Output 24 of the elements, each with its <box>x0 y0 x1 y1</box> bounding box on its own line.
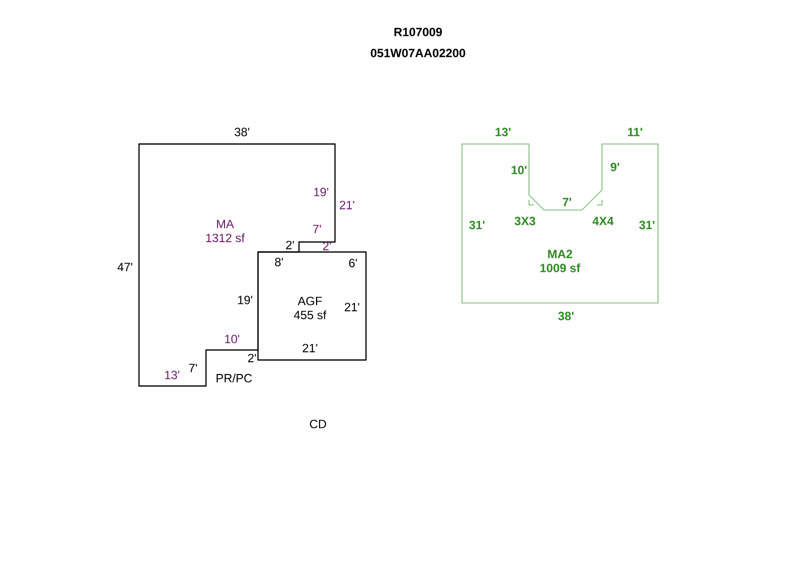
dimension-label: 13' <box>165 370 180 380</box>
area-label: PR/PC <box>216 374 252 382</box>
dimension-label: 2' <box>248 354 256 362</box>
dimension-label: 9' <box>610 162 620 172</box>
dimension-label: 19' <box>314 188 328 196</box>
dimension-label: 31' <box>469 220 484 230</box>
dimension-label: 6' <box>349 258 357 268</box>
parcel-number: 051W07AA02200 <box>370 48 466 58</box>
dimension-label: 7' <box>189 364 197 372</box>
dimension-label: 10' <box>225 334 240 344</box>
dimension-label: 2' <box>323 242 331 250</box>
dimension-label: 7' <box>313 224 321 234</box>
dimension-label: 31' <box>639 220 654 230</box>
dimension-label: 19' <box>238 296 252 304</box>
dimension-label: 7' <box>562 198 572 206</box>
dimension-label: 21' <box>344 302 360 312</box>
dimension-label: 2' <box>286 240 294 250</box>
dimension-label: 10' <box>512 166 526 174</box>
dimension-label: 3X3 <box>514 216 536 226</box>
dimension-label: 4X4 <box>592 216 614 226</box>
area-label: CD <box>310 420 326 428</box>
title: R107009 <box>394 28 442 36</box>
dimension-label: 21' <box>302 344 318 352</box>
dimension-label: 8' <box>275 258 283 266</box>
